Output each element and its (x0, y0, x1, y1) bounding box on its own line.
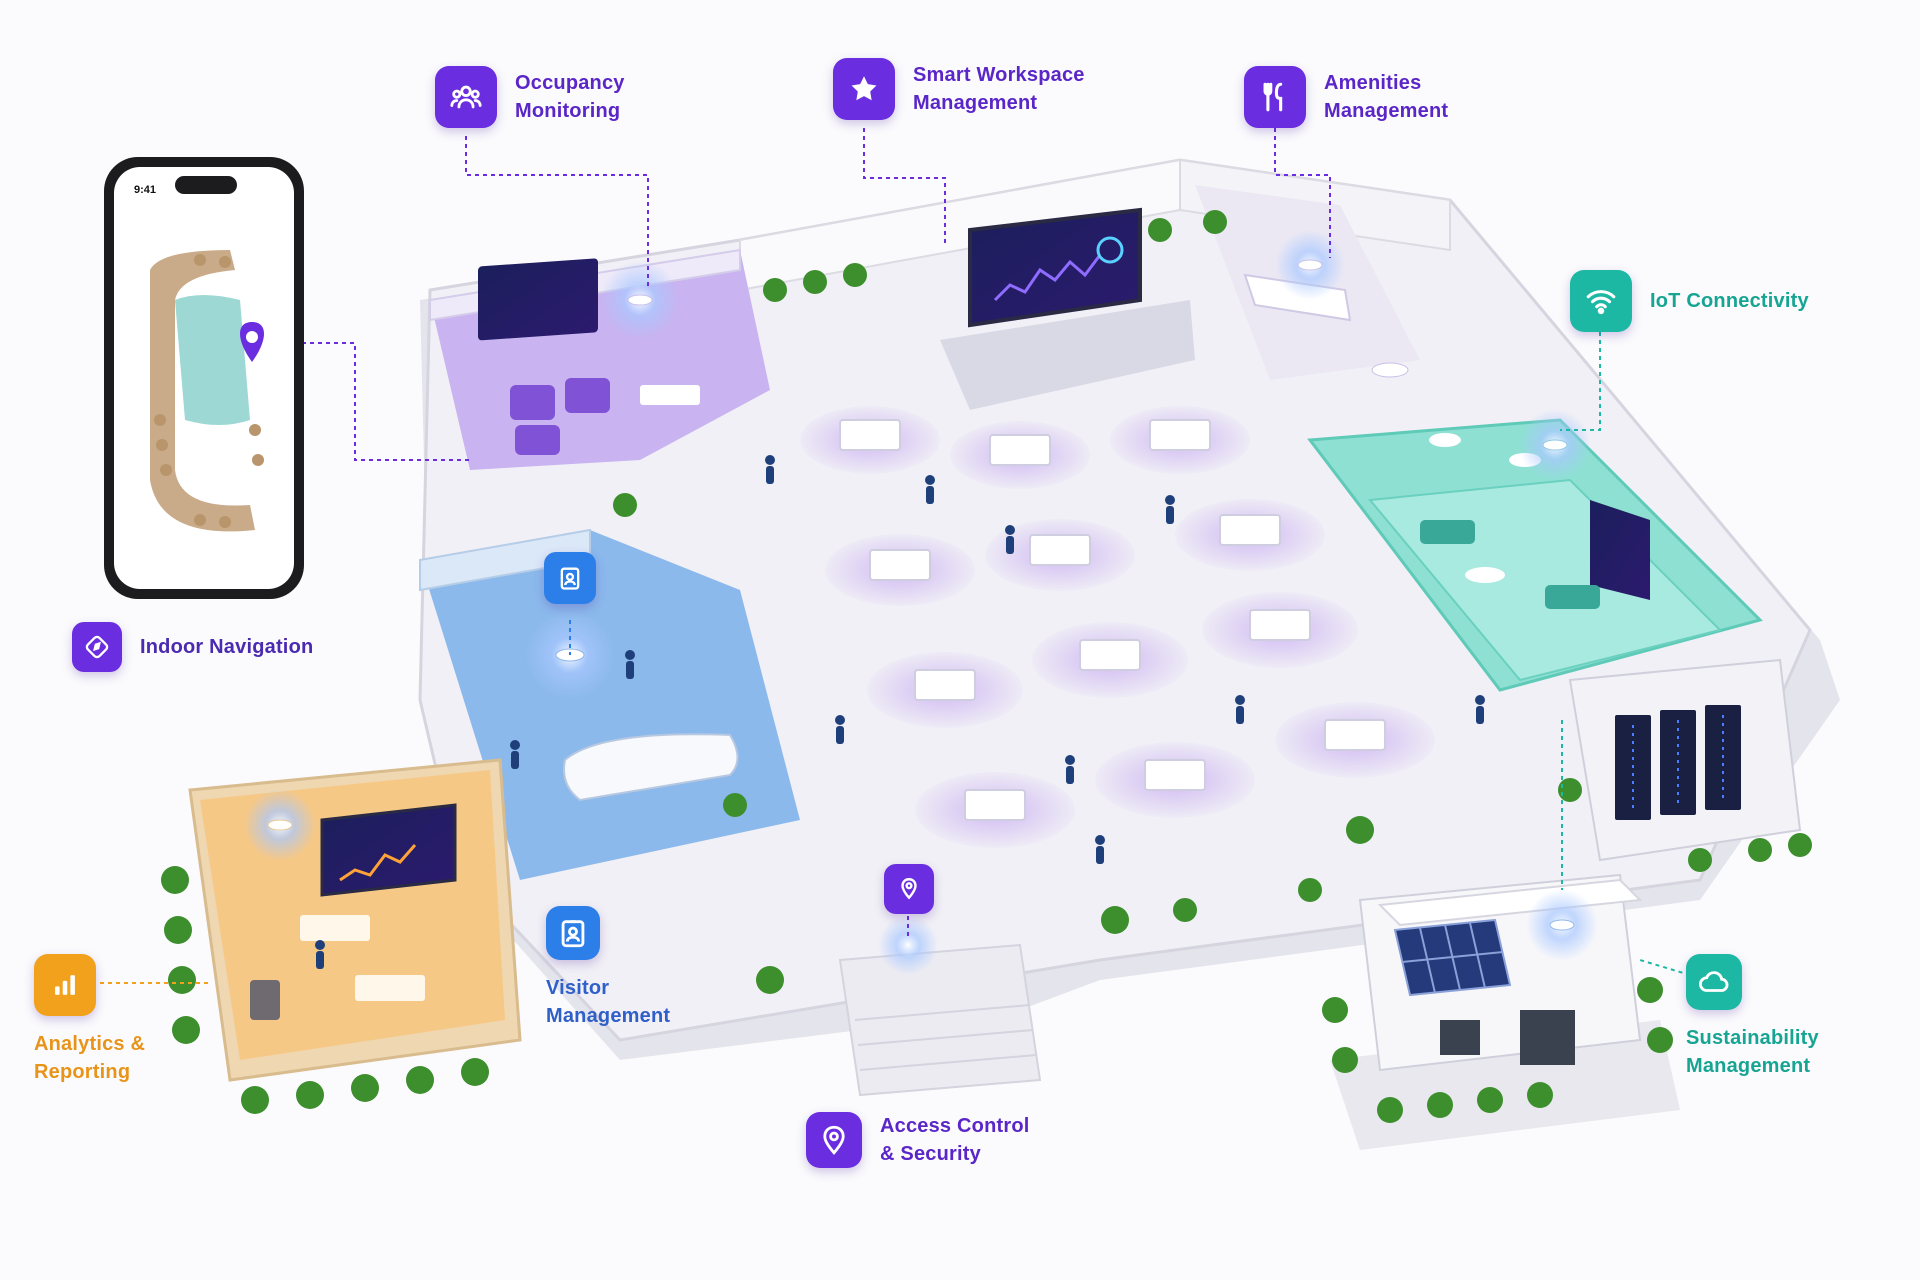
feature-visitor-management[interactable]: Visitor Management (546, 906, 670, 1030)
badge-icon (544, 552, 596, 604)
people-icon (435, 66, 497, 128)
reception-area (419, 528, 800, 880)
location-pin-icon (884, 864, 934, 914)
wifi-icon (1570, 270, 1632, 332)
navigation-icon (72, 622, 122, 672)
feature-iot-connectivity[interactable]: IoT Connectivity (1570, 270, 1809, 332)
feature-analytics-reporting[interactable]: Analytics & Reporting (34, 954, 145, 1086)
feature-occupancy-monitoring[interactable]: Occupancy Monitoring (435, 66, 625, 128)
feature-smart-workspace-management[interactable]: Smart Workspace Management (833, 58, 1085, 120)
badge-icon (546, 906, 600, 960)
plants (613, 210, 1812, 994)
amenities-management-label: Amenities Management (1324, 72, 1449, 122)
iot-connectivity-label: IoT Connectivity (1650, 290, 1809, 312)
location-shield-icon (806, 1112, 862, 1168)
access-control-security-label: Access Control & Security (880, 1115, 1030, 1165)
server-room (1568, 658, 1802, 862)
analytics-reporting-label: Analytics & Reporting (34, 1033, 146, 1083)
analytics-room (161, 758, 522, 1114)
indoor-navigation-label: Indoor Navigation (140, 636, 314, 658)
occupancy-room (429, 248, 770, 470)
sustainability-building (1322, 873, 1680, 1150)
visitor-management-label: Visitor Management (546, 977, 671, 1027)
smart-workspace-management-label: Smart Workspace Management (913, 64, 1085, 114)
star-icon (833, 58, 895, 120)
feature-amenities-management[interactable]: Amenities Management (1244, 66, 1448, 128)
smartphone (104, 157, 304, 599)
presentation-stage (940, 207, 1195, 410)
feature-indoor-navigation[interactable]: Indoor Navigation (72, 622, 313, 672)
occupancy-monitoring-label: Occupancy Monitoring (515, 72, 625, 122)
sustainability-management-label: Sustainability Management (1686, 1027, 1819, 1077)
feature-sustainability-management[interactable]: Sustainability Management (1686, 954, 1819, 1080)
desk-clusters (800, 406, 1435, 848)
iot-lounge (1307, 409, 1763, 692)
fork-knife-icon (1244, 66, 1306, 128)
entrance-location-marker[interactable] (884, 864, 934, 914)
amenities-area (1195, 185, 1420, 380)
entrance (838, 915, 1042, 1097)
reception-badge-marker[interactable] (544, 552, 596, 604)
phone-clock: 9:41 (134, 184, 156, 196)
connector-lines (100, 128, 1691, 984)
cloud-icon (1686, 954, 1742, 1010)
bar-chart-icon (34, 954, 96, 1016)
feature-access-control-security[interactable]: Access Control & Security (806, 1112, 1030, 1168)
